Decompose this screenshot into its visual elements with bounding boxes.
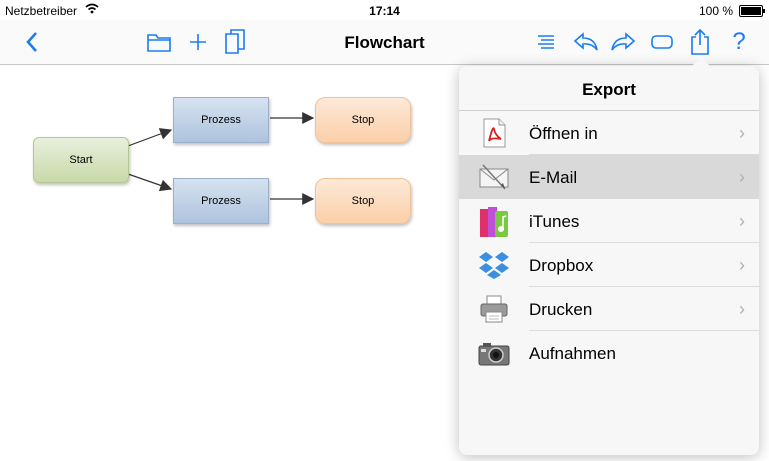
process-node-bottom[interactable]: Prozess <box>173 178 269 224</box>
divider <box>529 242 759 243</box>
chevron-right-icon: › <box>739 299 745 319</box>
divider <box>529 330 759 331</box>
chevron-right-icon: › <box>739 211 745 231</box>
navigation-bar: Flowchart ? <box>0 20 769 65</box>
camera-icon <box>477 337 511 369</box>
battery-icon <box>739 5 765 17</box>
connector-arrows <box>127 112 315 205</box>
printer-icon <box>477 293 511 325</box>
page-title: Flowchart <box>344 33 425 52</box>
arrow-start-to-process-bottom <box>127 173 173 192</box>
stop-node-bottom[interactable]: Stop <box>315 178 411 224</box>
itunes-icon <box>477 205 511 237</box>
mail-icon <box>477 161 511 193</box>
undo-icon[interactable] <box>572 28 600 56</box>
back-chevron-icon[interactable] <box>18 28 46 56</box>
menu-item-itunes[interactable]: iTunes › <box>459 199 759 243</box>
chevron-right-icon: › <box>739 123 745 143</box>
menu-item-camera-roll[interactable]: Aufnahmen <box>459 331 759 375</box>
stop-node-top[interactable]: Stop <box>315 97 411 143</box>
menu-item-label: Dropbox <box>529 256 594 275</box>
chevron-right-icon: › <box>739 167 745 187</box>
start-node[interactable]: Start <box>33 137 129 183</box>
list-icon[interactable] <box>532 28 560 56</box>
menu-item-label: Öffnen in <box>529 124 598 143</box>
folder-icon[interactable] <box>145 28 173 56</box>
menu-item-print[interactable]: Drucken › <box>459 287 759 331</box>
menu-item-label: Aufnahmen <box>529 344 616 363</box>
pdf-icon <box>477 117 511 149</box>
flowchart-canvas[interactable]: Start Prozess Prozess Stop Stop <box>0 65 769 461</box>
process-node-top[interactable]: Prozess <box>173 97 269 143</box>
duplicate-icon[interactable] <box>221 28 249 56</box>
dropbox-icon <box>477 249 511 281</box>
divider <box>529 286 759 287</box>
share-icon[interactable] <box>686 28 714 56</box>
divider <box>529 154 759 155</box>
help-icon: ? <box>732 28 746 55</box>
export-popover: Export Öffnen in › E-Mail › iTunes › Dro… <box>459 57 759 455</box>
menu-item-dropbox[interactable]: Dropbox › <box>459 243 759 287</box>
status-bar: Netzbetreiber 17:14 100 % <box>0 0 769 20</box>
plus-icon[interactable] <box>184 28 212 56</box>
carrier-label: Netzbetreiber <box>5 4 78 18</box>
arrow-start-to-process-top <box>127 128 173 147</box>
battery-percent: 100 % <box>698 4 733 18</box>
rounded-rect-icon[interactable] <box>648 28 676 56</box>
help-button[interactable]: ? <box>725 28 753 56</box>
popover-title: Export <box>459 66 759 111</box>
menu-item-label: E-Mail <box>529 168 578 187</box>
menu-item-email[interactable]: E-Mail › <box>459 155 759 199</box>
menu-item-label: iTunes <box>529 212 580 231</box>
clock: 17:14 <box>369 4 400 18</box>
wifi-icon <box>85 3 99 17</box>
chevron-right-icon: › <box>739 255 745 275</box>
menu-item-open-in[interactable]: Öffnen in › <box>459 111 759 155</box>
redo-icon[interactable] <box>609 28 637 56</box>
menu-item-label: Drucken <box>529 300 593 319</box>
popover-arrow <box>691 57 711 67</box>
